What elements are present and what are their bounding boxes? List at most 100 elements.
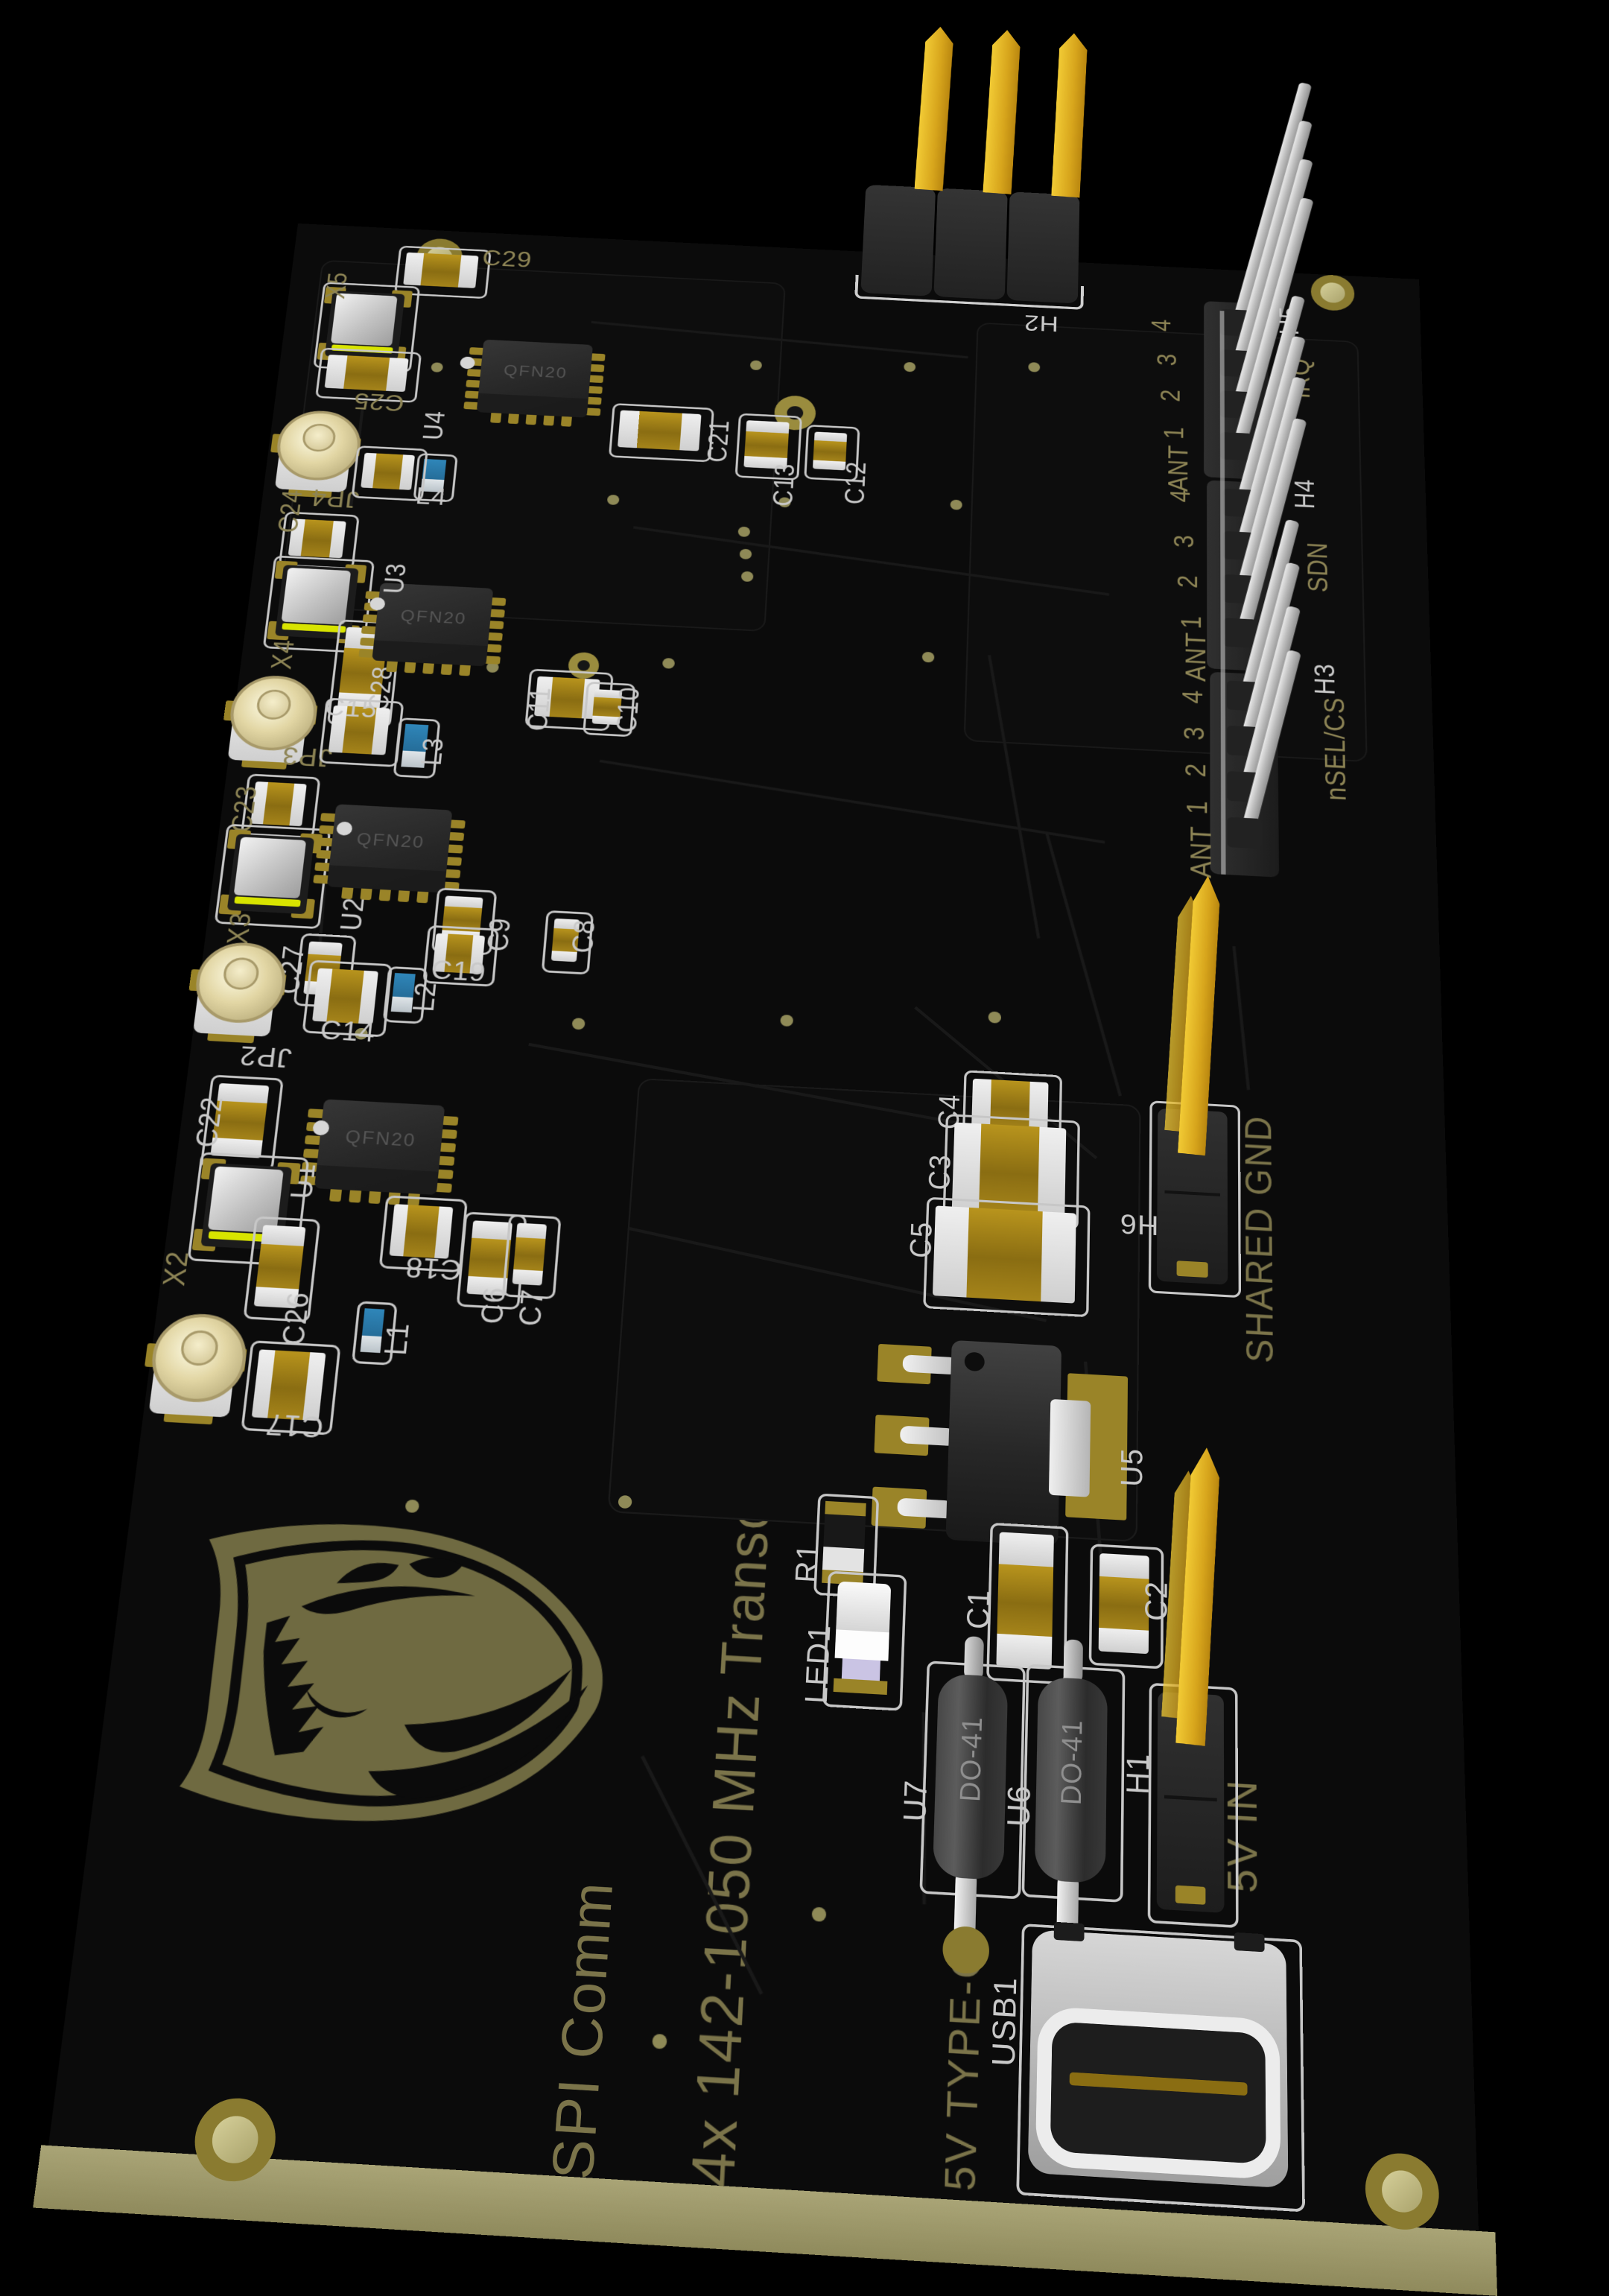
capacitor — [932, 1205, 1076, 1304]
cap-terminal — [457, 254, 479, 288]
diode-lead-top — [1063, 1638, 1084, 1684]
C14-label: C14 — [318, 1015, 378, 1048]
cap-body — [300, 519, 334, 558]
qfn-pad — [586, 396, 602, 405]
pin-number-label: 2 — [1155, 388, 1186, 403]
ant-label: ANT — [1180, 631, 1212, 682]
via-dot — [811, 1906, 827, 1922]
cap-body — [966, 1207, 1043, 1302]
C26-label: C26 — [276, 1290, 316, 1347]
X2-label: X2 — [156, 1249, 195, 1287]
qfn-pad — [386, 659, 399, 673]
C17-label: C17 — [263, 1407, 326, 1444]
capacitor — [617, 410, 702, 451]
qfn-pad — [416, 889, 429, 904]
qfn-pad — [445, 857, 462, 866]
capacitor — [324, 354, 409, 392]
qfn-pad — [588, 375, 604, 384]
X4-label: X4 — [265, 638, 301, 670]
pin-number-label: 1 — [1158, 425, 1190, 440]
C7-label: C7 — [512, 1287, 550, 1328]
H4-label: H4 — [1289, 478, 1321, 510]
cap-terminal — [515, 1222, 548, 1240]
qfn-pad — [459, 663, 471, 676]
capacitor — [389, 1204, 454, 1259]
X3-label: X3 — [220, 911, 258, 946]
led-die — [841, 1658, 881, 1681]
qfn-pad — [368, 1190, 381, 1205]
C19-label: C19 — [430, 954, 488, 987]
via-hole — [577, 659, 591, 671]
H6-label: H6 — [1119, 1208, 1159, 1242]
h2-header — [854, 219, 1079, 310]
via-dot — [652, 2033, 667, 2049]
qfn-pad — [486, 632, 503, 641]
via-dot — [904, 361, 916, 372]
H1-label: H1 — [1119, 1751, 1156, 1796]
qfn-pad — [489, 609, 505, 618]
qfn-pad — [441, 1115, 459, 1126]
qfn-pad — [404, 661, 416, 673]
regulator-body — [945, 1339, 1062, 1547]
ufl-connector — [188, 940, 291, 1044]
H3-label: H3 — [1309, 662, 1341, 696]
qfn-pad — [349, 1188, 362, 1203]
U2-label: U2 — [334, 896, 371, 932]
cap-terminal — [1099, 1553, 1149, 1579]
usb-anchor — [1234, 1932, 1265, 1953]
nSEL/CS-signal-label: nSEL/CS — [1318, 696, 1353, 802]
C12-label: C12 — [839, 460, 872, 506]
resistor-end — [822, 1547, 865, 1573]
qfn-ic: QFN20 — [463, 339, 606, 427]
diode-marking: DO-41 — [1055, 1719, 1088, 1807]
via-dot — [988, 1011, 1002, 1024]
mounting-hole — [1365, 2151, 1441, 2232]
L2-label: L2 — [407, 980, 443, 1013]
qfn-pad — [486, 644, 502, 653]
h2-pin — [1051, 32, 1088, 197]
SDN-signal-label: SDN — [1301, 541, 1334, 593]
pin-number-label: 1 — [1175, 614, 1207, 630]
qfn-pad — [440, 662, 453, 676]
jumper-header — [1156, 1692, 1225, 1913]
jumper-pad — [1176, 1260, 1208, 1278]
pin-number-label: 2 — [1172, 574, 1204, 589]
JP2-label: JP2 — [237, 1040, 293, 1074]
U4-label: U4 — [417, 410, 451, 441]
crystal-metal-lid — [330, 293, 398, 346]
qfn-pad — [448, 819, 466, 829]
cap-body — [813, 440, 847, 462]
led-body — [834, 1629, 889, 1662]
C5-label: C5 — [903, 1220, 939, 1259]
lion-shield-logo — [177, 1516, 613, 1835]
qfn-pad — [588, 364, 605, 372]
C11-label: C11 — [521, 685, 557, 732]
qfn-pad — [490, 597, 507, 606]
H2-label: H2 — [1023, 310, 1059, 337]
shared-gnd-text: SHARED GND — [1237, 1114, 1282, 1365]
C15-label: C15 — [323, 693, 379, 723]
cap-body — [256, 1244, 304, 1289]
qfn-ic: QFN20 — [313, 804, 466, 904]
qfn-ic: QFN20 — [358, 583, 507, 676]
pin-number-label: 3 — [1178, 725, 1210, 741]
X5-label: X5 — [320, 270, 354, 300]
qfn-marking: QFN20 — [399, 607, 468, 629]
cap-body — [343, 355, 390, 391]
capacitor — [403, 252, 479, 288]
cap-body — [420, 253, 462, 288]
diode-do41: DO-41 — [932, 1635, 1009, 1975]
cap-terminal — [1098, 1627, 1149, 1655]
via-dot — [780, 1014, 794, 1027]
via-dot — [404, 1499, 420, 1514]
qfn-pad — [439, 1129, 457, 1139]
qfn-pad — [437, 1155, 455, 1166]
U3-label: U3 — [378, 562, 413, 594]
capacitor — [512, 1222, 548, 1286]
resistor-body — [823, 1514, 866, 1550]
cap-body — [513, 1237, 546, 1271]
cap-terminal — [617, 410, 641, 448]
cap-terminal — [998, 1532, 1054, 1567]
h2-pin — [914, 26, 954, 191]
